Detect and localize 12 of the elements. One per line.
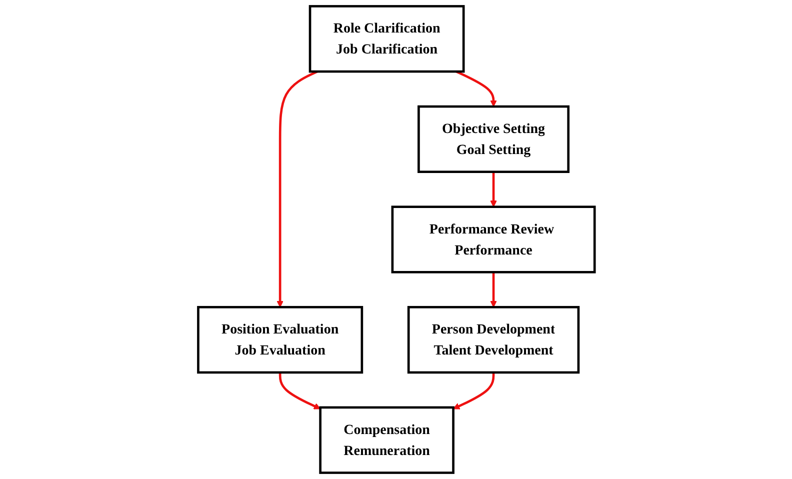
arrow	[278, 372, 320, 410]
node-box: Position Evaluation Job Evaluation	[196, 306, 363, 374]
node-box: Objective Setting Goal Setting	[417, 105, 570, 174]
arrow	[490, 272, 497, 308]
node-box: Person Development Talent Development	[407, 306, 580, 374]
node-box: Compensation Remuneration	[318, 406, 454, 474]
node-box: Performance Review Performance	[390, 206, 596, 274]
arrow	[276, 70, 318, 308]
arrow	[455, 70, 497, 107]
arrow	[490, 172, 497, 208]
arrow	[452, 372, 494, 410]
node-box: Role Clarification Job Clarification	[308, 5, 464, 73]
